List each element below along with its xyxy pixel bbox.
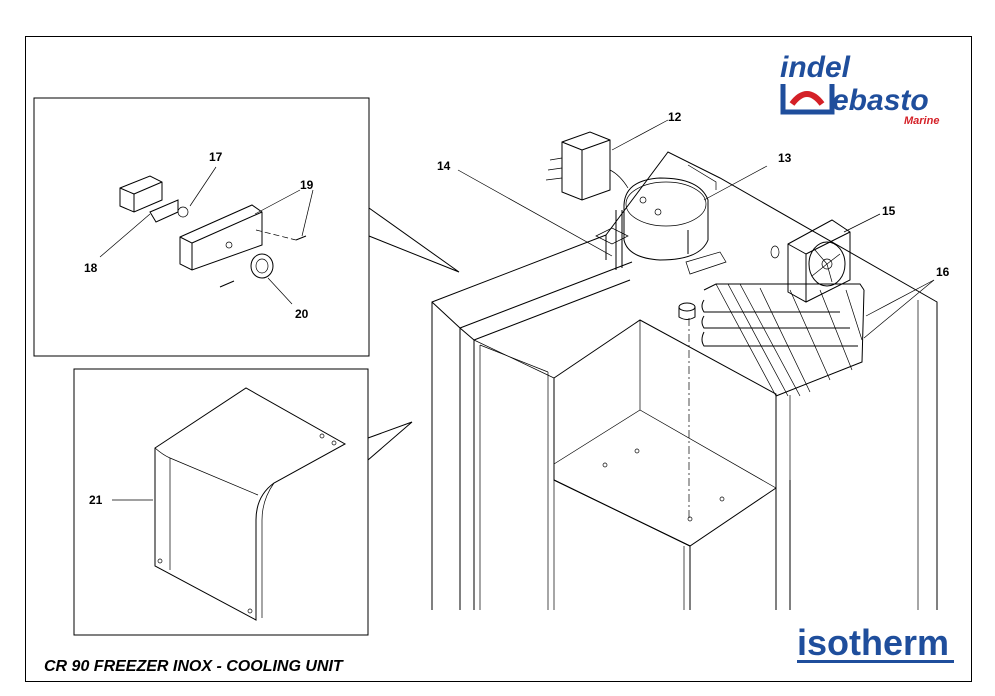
page-title: CR 90 FREEZER INOX - COOLING UNIT — [44, 658, 344, 675]
indel-webasto-logo: indel ebasto Marine — [780, 51, 939, 127]
callout-16: 16 — [936, 265, 950, 279]
callout-21: 21 — [89, 493, 103, 507]
callout-14: 14 — [437, 159, 451, 173]
electronic-unit — [457, 119, 669, 257]
condenser — [701, 279, 935, 397]
callout-15: 15 — [882, 204, 896, 218]
compressor — [595, 165, 768, 320]
callout-18: 18 — [84, 261, 98, 275]
cooling-fan — [770, 213, 881, 303]
logo-isotherm-text: isotherm — [797, 622, 949, 663]
logo-indel-text: indel — [780, 51, 851, 84]
drawing-frame — [25, 36, 972, 682]
logo-webasto-text: ebasto — [832, 84, 929, 117]
callout-17: 17 — [209, 150, 223, 164]
logo-marine-text: Marine — [904, 115, 939, 127]
cover-detail-box — [73, 368, 413, 636]
callout-20: 20 — [295, 307, 309, 321]
callout-19: 19 — [300, 178, 314, 192]
callout-13: 13 — [778, 151, 792, 165]
freezer-cabinet — [431, 151, 938, 610]
callout-12: 12 — [668, 110, 682, 124]
isotherm-logo: isotherm — [797, 622, 954, 663]
thermostat-detail-box — [33, 97, 460, 357]
